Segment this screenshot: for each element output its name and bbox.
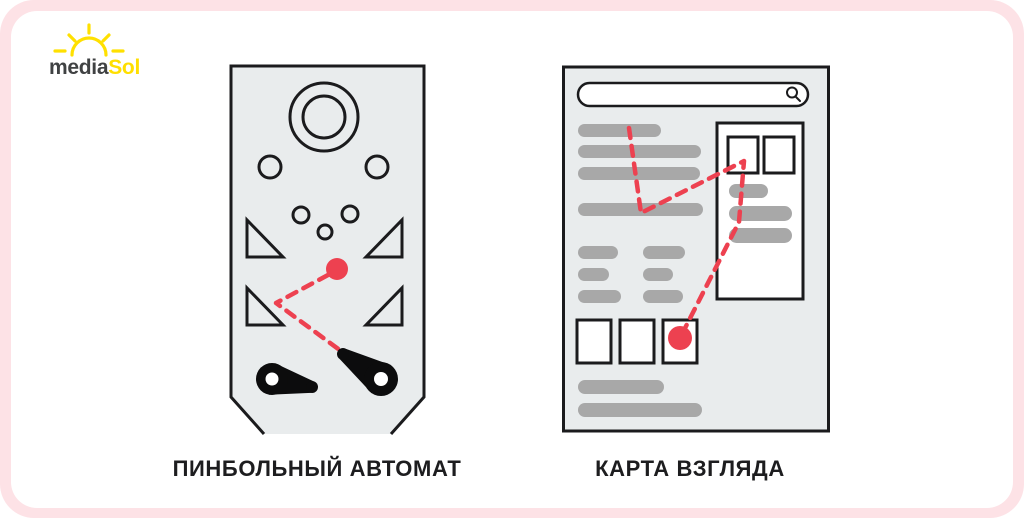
- ball-trajectory: [273, 272, 344, 354]
- slingshot-upper-left: [245, 216, 287, 259]
- sidebar-text-placeholders: [729, 184, 792, 243]
- bumper-outer: [288, 81, 360, 153]
- slingshot-lower-left: [245, 284, 287, 327]
- small-target-2: [340, 204, 360, 224]
- gaze-map-figure: [562, 65, 830, 433]
- target-right: [364, 154, 390, 180]
- gaze-path: [626, 125, 747, 341]
- logo-text-accent: Sol: [108, 56, 140, 79]
- target-left: [257, 154, 283, 180]
- sun-icon: [53, 23, 125, 57]
- text-placeholders: [578, 124, 703, 417]
- bumper-inner: [301, 94, 347, 140]
- pinball-machine-figure: [229, 64, 426, 435]
- flipper-left: [256, 363, 318, 395]
- slingshot-lower-right: [362, 284, 404, 327]
- small-target-1: [291, 205, 311, 225]
- playfield: [231, 66, 424, 434]
- white-card: [11, 11, 1013, 508]
- fixation-point: [668, 326, 692, 350]
- search-bar: [576, 81, 810, 108]
- sidebar-thumbnail-2: [762, 135, 796, 175]
- pinball-ball: [326, 258, 348, 280]
- playfield-outline: [229, 64, 426, 435]
- logo-text-primary: media: [49, 56, 109, 79]
- pinball-caption: ПИНБОЛЬНЫЙ АВТОМАТ: [172, 456, 462, 481]
- logo: mediaSol: [49, 56, 140, 80]
- thumbnail-1: [575, 318, 613, 365]
- flipper-right: [337, 348, 398, 396]
- small-target-3: [316, 223, 334, 241]
- search-icon: [786, 86, 801, 102]
- gaze-map-caption: КАРТА ВЗГЛЯДА: [595, 456, 785, 481]
- thumbnail-2: [618, 318, 656, 365]
- slingshot-upper-right: [362, 216, 404, 259]
